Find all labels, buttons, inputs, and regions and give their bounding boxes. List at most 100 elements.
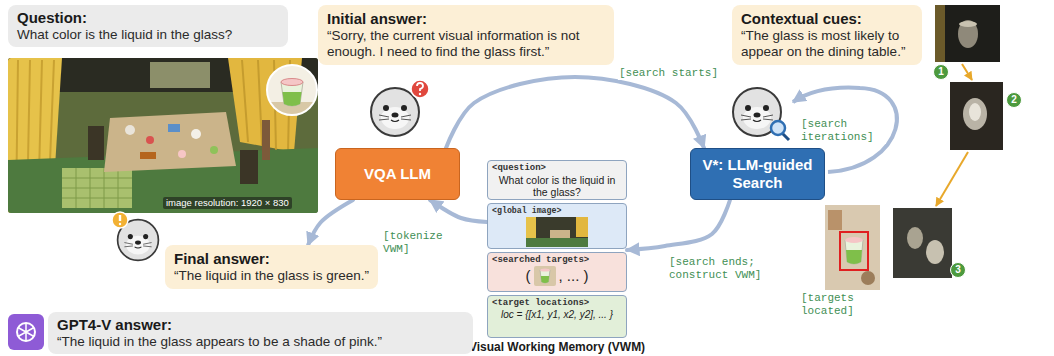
node-text: “The glass is most likely to appear on t… [741, 28, 913, 60]
flow-arrow [627, 200, 730, 250]
search-step-images [846, 250, 862, 264]
search-step-images [893, 208, 952, 278]
target-thumbnail [534, 266, 556, 286]
search-step-images [926, 240, 944, 264]
scene-photo [62, 168, 132, 208]
scene-photo [146, 136, 154, 144]
target-thumbnail [540, 276, 548, 283]
node-heading: Visual Working Memory (VWM) [469, 340, 645, 354]
flow-arrow [430, 200, 487, 222]
seal-search [771, 121, 785, 135]
seal-vqa [411, 80, 429, 98]
edge-label: [search starts] [618, 67, 719, 80]
target-thumbnail [534, 266, 556, 286]
search-step-images [962, 64, 972, 80]
seal-vqa [371, 88, 419, 136]
memory-slot: <question>What color is the liquid in th… [487, 160, 627, 200]
target-thumbnail [540, 270, 550, 283]
node-heading: <target locations> [492, 298, 622, 309]
node-heading: <global image> [492, 206, 622, 216]
zoom-inset [281, 79, 303, 86]
scene-photo [8, 58, 318, 213]
node-text: “Sorry, the current visual information i… [327, 28, 605, 60]
node-heading: <question> [492, 163, 622, 174]
scene-photo [240, 150, 258, 184]
edge-label: [search ends; construct VWM] [668, 256, 770, 282]
scene-photo [262, 120, 270, 160]
answer-box: Final answer:“The liquid in the glass is… [165, 245, 378, 289]
search-step-images [861, 271, 875, 285]
resolution-note: image resolution: 1920 × 830 [163, 197, 292, 209]
search-step-images [936, 152, 968, 206]
gpt-logo [18, 323, 34, 341]
seal-final [119, 215, 121, 221]
search-step-images [935, 5, 1000, 62]
node-text: ( [526, 266, 531, 286]
image-thumbnail [550, 230, 570, 238]
cue-box: Contextual cues:“The glass is most likel… [732, 5, 922, 65]
zoom-inset [266, 65, 318, 116]
node-heading: GPT4-V answer: [57, 316, 464, 334]
node-text: “The liquid in the glass is green.” [174, 268, 369, 284]
node-heading: Initial answer: [327, 10, 605, 28]
search-step-images [963, 98, 987, 130]
node-heading: Final answer: [174, 250, 369, 268]
node-heading: Contextual cues: [741, 10, 913, 28]
search-box: V*: LLM-guided Search [690, 148, 825, 200]
seal-vqa [371, 80, 429, 136]
search-step-images [950, 82, 1003, 150]
zoom-inset [267, 65, 317, 115]
search-step-images [828, 210, 842, 230]
memory-slot: <target locations>loc = {[x1, y1, x2, y2… [487, 295, 627, 338]
seal-final [119, 223, 121, 225]
step-label: [targets located] [800, 292, 868, 318]
seal-final [112, 212, 128, 228]
scene-photo [62, 168, 132, 208]
node-text: “The liquid in the glass appears to be a… [57, 334, 464, 350]
model-box: VQA LLM [335, 148, 460, 200]
image-thumbnail [526, 238, 588, 247]
seal-final [112, 212, 158, 260]
search-step-images [935, 5, 945, 62]
seal-vqa [417, 83, 423, 91]
node-heading: Question: [17, 9, 279, 27]
memory-slot: <global image> [487, 203, 627, 249]
callout-number: 1 [933, 64, 949, 80]
gpt-logo [8, 314, 44, 350]
search-step-images [969, 103, 981, 121]
target-thumbnail [540, 268, 550, 271]
scene-photo [150, 62, 210, 88]
scene-photo [210, 146, 218, 154]
gpt-logo [8, 314, 44, 350]
answer-box: Initial answer:“Sorry, the current visua… [318, 5, 614, 65]
search-step-images [840, 232, 868, 270]
node-text: What color is the liquid in the glass? [17, 27, 279, 43]
answer-box: GPT4-V answer:“The liquid in the glass a… [48, 312, 473, 354]
loop-label: [search iterations] [800, 118, 886, 144]
scene-photo [178, 150, 186, 158]
search-step-images [825, 205, 880, 290]
flow-arrow [308, 200, 353, 245]
search-step-images [959, 21, 977, 27]
search-step-images [907, 227, 923, 249]
memory-group: Visual Working Memory (VWM)<question>Wha… [487, 160, 627, 338]
memory-slot: <searched targets>(, ... ) [487, 252, 627, 292]
slot-row: (, ... ) [492, 266, 622, 286]
scene-photo [88, 126, 104, 160]
node-text: loc = {[x1, y1, x2, y2], ... } [492, 309, 622, 321]
node-heading: VQA LLM [364, 165, 431, 183]
gpt-logo [17, 323, 35, 341]
search-step-images [958, 20, 978, 48]
flow-arrow [446, 77, 704, 148]
image-thumbnail [576, 217, 588, 237]
image-thumbnail [526, 217, 588, 247]
image-thumbnail [526, 217, 588, 247]
thumb-holder [534, 266, 556, 286]
zoom-inset [283, 92, 302, 106]
scene-photo [191, 129, 201, 139]
seal-vqa [419, 93, 421, 95]
edge-label: [tokenize VWM] [382, 230, 446, 256]
scene-photo [125, 125, 135, 135]
scene-photo [140, 152, 156, 159]
